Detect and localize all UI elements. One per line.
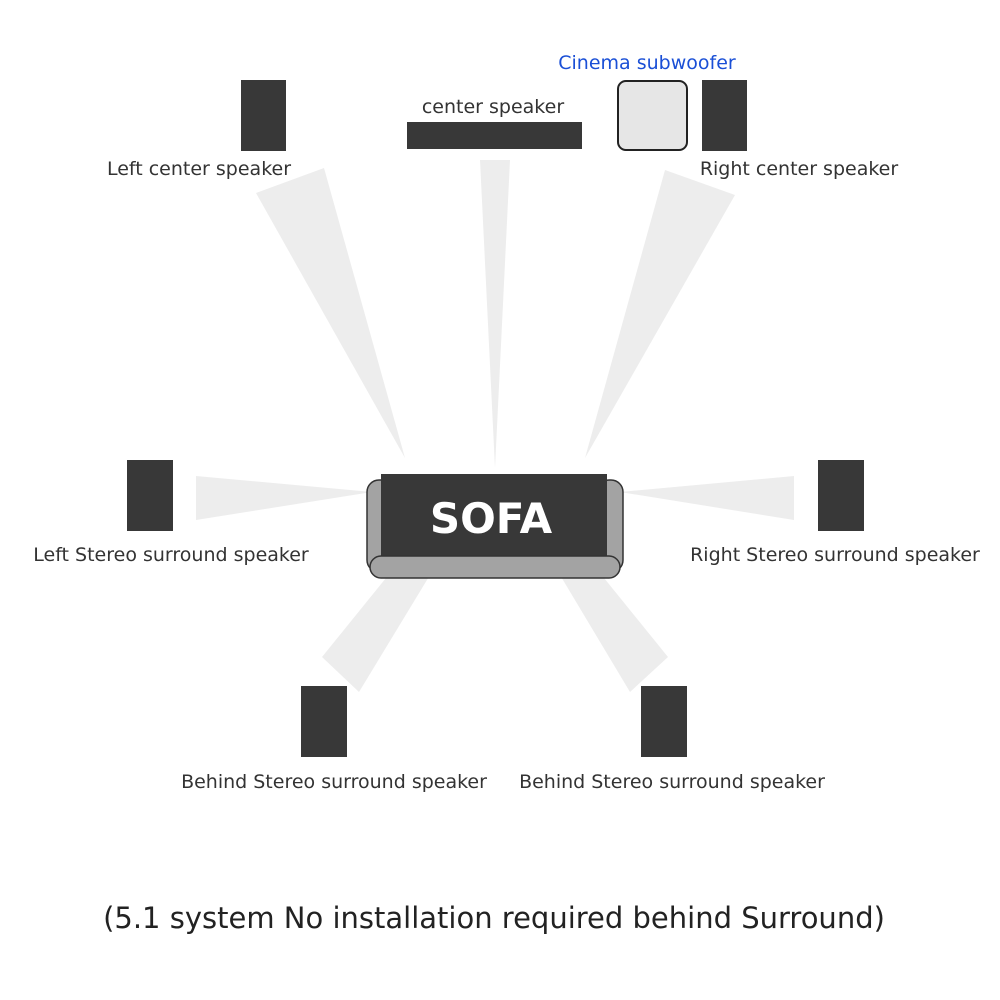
- sofa-back: [381, 474, 607, 556]
- left-surround-speaker: [127, 460, 173, 531]
- right-surround-label: Right Stereo surround speaker: [690, 544, 980, 566]
- beam-right-center: [585, 170, 735, 458]
- beam-right-surround: [620, 476, 794, 520]
- center-label: center speaker: [422, 96, 564, 118]
- behind-left-speaker: [301, 686, 347, 757]
- beam-left-surround: [196, 476, 372, 520]
- behind-left-label: Behind Stereo surround speaker: [181, 771, 487, 793]
- sofa-label: SOFA: [430, 494, 553, 543]
- diagram-caption: (5.1 system No installation required beh…: [103, 901, 885, 935]
- speaker-labels: Left center speaker center speaker Cinem…: [33, 52, 980, 793]
- beam-behind-right: [560, 573, 668, 692]
- left-center-label: Left center speaker: [107, 158, 291, 180]
- right-surround-speaker: [818, 460, 864, 531]
- cinema-subwoofer: [617, 80, 688, 151]
- beam-behind-left: [322, 573, 430, 692]
- right-center-label: Right center speaker: [700, 158, 899, 180]
- speakers: [127, 80, 864, 757]
- beam-center: [480, 160, 510, 468]
- subwoofer-label: Cinema subwoofer: [558, 52, 736, 74]
- center-speaker: [407, 122, 582, 149]
- sound-beams: [196, 160, 794, 692]
- beam-left-center: [256, 168, 405, 458]
- left-center-speaker: [241, 80, 286, 151]
- sofa: SOFA: [366, 474, 624, 579]
- behind-right-label: Behind Stereo surround speaker: [519, 771, 825, 793]
- right-center-speaker: [702, 80, 747, 151]
- sofa-seat: [369, 555, 621, 579]
- left-surround-label: Left Stereo surround speaker: [33, 544, 309, 566]
- behind-right-speaker: [641, 686, 687, 757]
